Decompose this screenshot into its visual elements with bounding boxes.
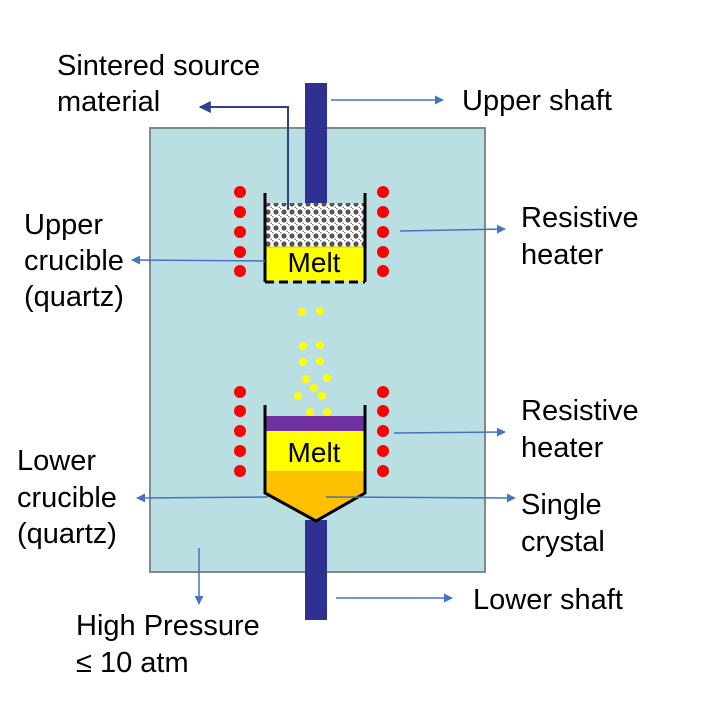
lower-melt-label: Melt bbox=[288, 437, 341, 468]
upper-crucible-walls bbox=[263, 193, 367, 282]
lower-melt bbox=[266, 431, 364, 471]
upper-heater-label-line2: heater bbox=[521, 239, 604, 271]
upper-crucible-arrow bbox=[131, 255, 266, 265]
lower-heater-right bbox=[377, 386, 389, 477]
lower-shaft bbox=[305, 520, 327, 620]
lower-crucible-arrow bbox=[136, 493, 269, 503]
upper-heater-right bbox=[377, 186, 389, 277]
high-pressure-label-line2: ≤ 10 atm bbox=[76, 647, 189, 679]
single-crystal bbox=[266, 471, 364, 520]
lower-shaft-label: Lower shaft bbox=[473, 584, 623, 616]
upper-shaft bbox=[305, 83, 327, 205]
sintered-source-label-line1: Sintered source bbox=[57, 50, 261, 82]
high-pressure-label-line1: High Pressure bbox=[76, 610, 260, 642]
upper-crucible-label-line3: (quartz) bbox=[24, 281, 124, 313]
lower-crucible-walls bbox=[263, 405, 367, 523]
lower-heater-label-line1: Resistive bbox=[521, 395, 639, 427]
upper-crucible bbox=[263, 193, 367, 284]
lower-crucible-label-line2: crucible bbox=[17, 482, 117, 514]
falling-droplets bbox=[294, 307, 331, 416]
upper-shaft-label: Upper shaft bbox=[462, 85, 612, 117]
sintered-source-material bbox=[266, 203, 364, 247]
upper-crucible-label-line2: crucible bbox=[24, 245, 124, 277]
upper-melt bbox=[266, 247, 364, 281]
lower-heater-arrow bbox=[393, 427, 506, 437]
lower-heater-label-line2: heater bbox=[521, 432, 604, 464]
upper-heater-left bbox=[234, 186, 246, 277]
sintered-source-arrow bbox=[198, 101, 289, 210]
single-crystal-label-line2: crystal bbox=[521, 526, 605, 558]
lower-heater-left bbox=[234, 386, 246, 477]
crucible-cap bbox=[266, 416, 364, 431]
lower-crucible-label-line3: (quartz) bbox=[17, 518, 117, 550]
upper-melt-label: Melt bbox=[288, 247, 341, 278]
single-crystal-label-line1: Single bbox=[521, 489, 602, 521]
upper-heater-arrow bbox=[399, 224, 506, 234]
lower-crucible-label-line1: Lower bbox=[17, 445, 96, 477]
single-crystal-arrow bbox=[325, 493, 516, 503]
sintered-source-label-line2: material bbox=[57, 86, 161, 118]
lower-crucible bbox=[263, 405, 367, 523]
upper-heater-label-line1: Resistive bbox=[521, 202, 639, 234]
upper-crucible-label-line1: Upper bbox=[24, 209, 103, 241]
